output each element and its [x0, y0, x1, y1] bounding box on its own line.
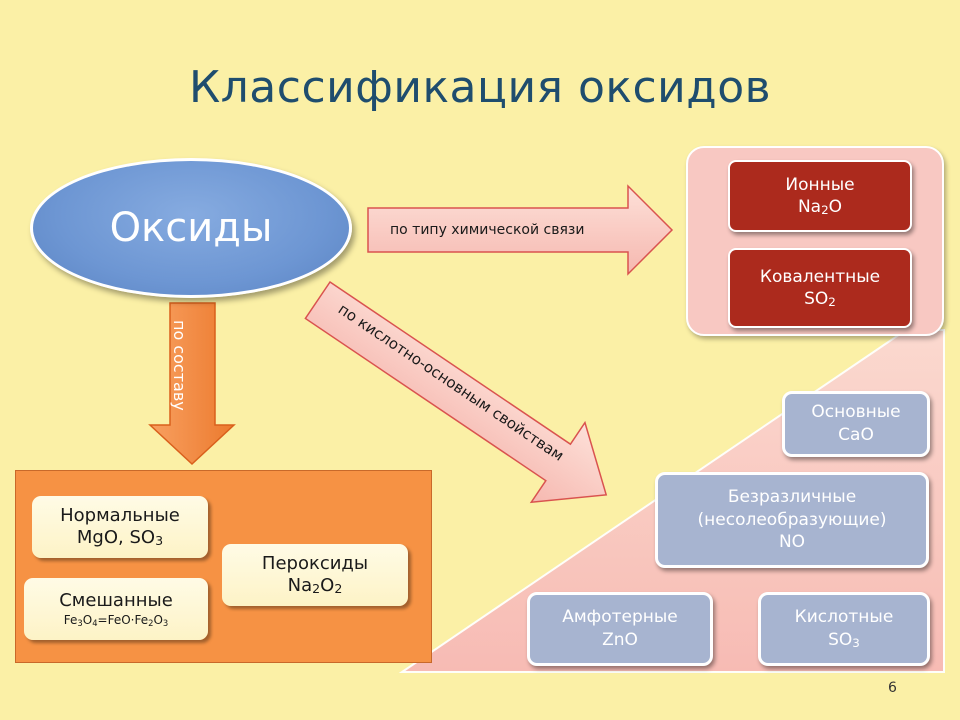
- peroxides-formula: Na2O2: [287, 575, 343, 596]
- covalent-oxides-name: Ковалентные: [759, 266, 881, 287]
- indifferent-oxides-note: (несолеобразующие): [697, 509, 887, 530]
- oxides-root-node: Оксиды: [30, 158, 352, 298]
- composition-arrow: [148, 302, 236, 466]
- slide-title: Классификация оксидов: [188, 62, 772, 113]
- basic-oxides-name: Основные: [811, 402, 901, 423]
- basic-oxides-formula: CaO: [838, 425, 874, 445]
- amphoteric-oxides-box: Амфотерные ZnO: [527, 592, 713, 666]
- mixed-oxides-formula: Fe3O4=FeO·Fe2O3: [63, 612, 169, 628]
- normal-oxides-box: Нормальные MgO, SO3: [32, 496, 208, 558]
- composition-label: по составу: [170, 320, 189, 411]
- ionic-oxides-formula: Na2O: [797, 196, 843, 217]
- mixed-oxides-box: Смешанные Fe3O4=FeO·Fe2O3: [24, 578, 208, 640]
- mixed-oxides-name: Смешанные: [59, 590, 173, 611]
- acidic-oxides-box: Кислотные SO3: [758, 592, 930, 666]
- normal-oxides-formula: MgO, SO3: [76, 527, 164, 548]
- acidic-oxides-name: Кислотные: [794, 607, 894, 628]
- amphoteric-oxides-name: Амфотерные: [562, 607, 678, 628]
- bond-type-label: по типу химической связи: [390, 222, 585, 238]
- indifferent-oxides-name: Безразличные: [727, 486, 857, 507]
- peroxides-name: Пероксиды: [261, 552, 369, 574]
- covalent-oxides-box: Ковалентные SO2: [728, 248, 912, 328]
- normal-oxides-name: Нормальные: [60, 504, 180, 526]
- page-number: 6: [888, 680, 897, 696]
- peroxides-box: Пероксиды Na2O2: [222, 544, 408, 606]
- amphoteric-oxides-formula: ZnO: [602, 630, 638, 650]
- ionic-oxides-name: Ионные: [785, 174, 855, 195]
- ionic-oxides-box: Ионные Na2O: [728, 160, 912, 232]
- bond-type-arrow: [367, 184, 674, 276]
- acidic-oxides-formula: SO3: [828, 630, 860, 650]
- basic-oxides-box: Основные CaO: [782, 391, 930, 457]
- covalent-oxides-formula: SO2: [804, 288, 836, 309]
- indifferent-oxides-formula: NO: [778, 532, 806, 553]
- indifferent-oxides-box: Безразличные (несолеобразующие) NO: [655, 472, 929, 568]
- acid-base-arrow: [304, 280, 608, 504]
